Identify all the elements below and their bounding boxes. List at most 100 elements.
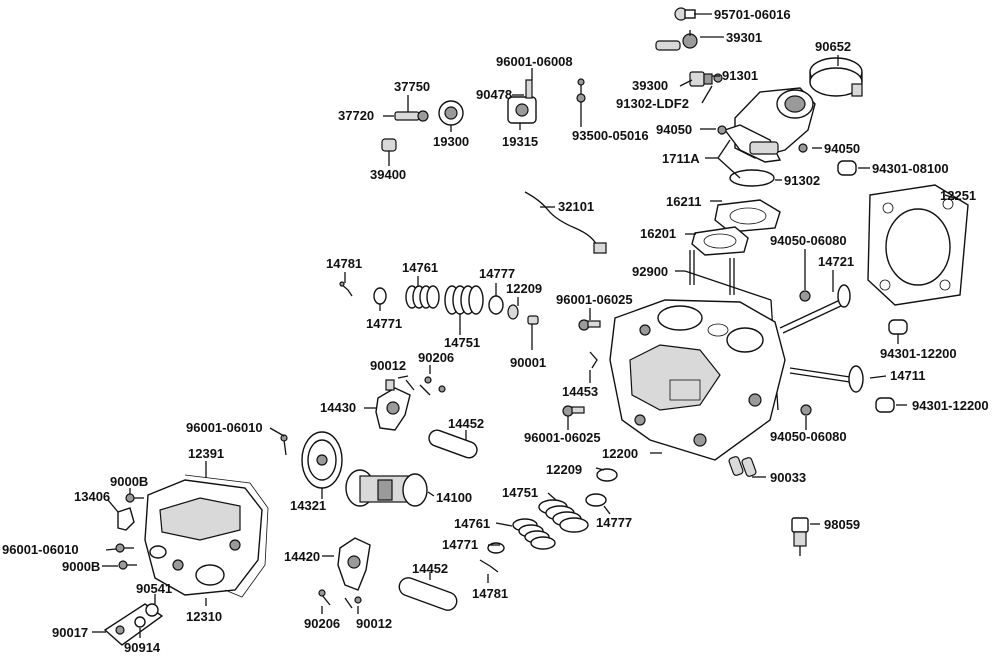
label-90033: 90033 bbox=[770, 470, 806, 485]
seat-14777-b bbox=[585, 493, 607, 507]
label-92900: 92900 bbox=[632, 264, 668, 279]
label-39301: 39301 bbox=[726, 30, 762, 45]
sensor-39300 bbox=[689, 71, 723, 87]
spring-14751-a bbox=[444, 285, 484, 315]
bolt-95701 bbox=[674, 7, 696, 21]
injector-37720 bbox=[394, 110, 429, 122]
head-gasket-12251 bbox=[867, 184, 969, 306]
label-94050-06080-b: 94050-06080 bbox=[770, 429, 847, 444]
bolt-9000b-a bbox=[125, 493, 144, 503]
label-91301: 91301 bbox=[722, 68, 758, 83]
label-94050-06080-a: 94050-06080 bbox=[770, 233, 847, 248]
fitting-39301 bbox=[655, 30, 698, 51]
label-96001-06025-b: 96001-06025 bbox=[524, 430, 601, 445]
label-14771-b: 14771 bbox=[442, 537, 478, 552]
label-90652: 90652 bbox=[815, 39, 851, 54]
label-14453: 14453 bbox=[562, 384, 598, 399]
label-90017: 90017 bbox=[52, 625, 88, 640]
label-94301-08100: 94301-08100 bbox=[872, 161, 949, 176]
pin-90001 bbox=[527, 315, 539, 325]
harness-32101 bbox=[524, 191, 599, 249]
label-37720: 37720 bbox=[338, 108, 374, 123]
bolts-90206-90012-b bbox=[318, 589, 362, 609]
bolt-96001-06025-b bbox=[562, 405, 585, 417]
valve-14721 bbox=[779, 284, 851, 334]
label-39400: 39400 bbox=[370, 167, 406, 182]
holder-19315 bbox=[507, 79, 537, 124]
label-12251: 12251 bbox=[940, 188, 976, 203]
bolts-90012-90206-a bbox=[405, 376, 446, 396]
label-90478: 90478 bbox=[476, 87, 512, 102]
label-14100: 14100 bbox=[436, 490, 472, 505]
label-9000b-a: 9000B bbox=[110, 474, 148, 489]
collar-94301-12200-a bbox=[888, 319, 908, 335]
spring-14761-a bbox=[405, 285, 440, 309]
label-12209-b: 12209 bbox=[546, 462, 582, 477]
cylinder-head-12200 bbox=[609, 299, 786, 461]
label-14452-b: 14452 bbox=[412, 561, 448, 576]
label-19315: 19315 bbox=[502, 134, 538, 149]
shaft-14452-a bbox=[428, 429, 478, 459]
collar-94301-12200-b bbox=[875, 397, 895, 413]
label-95701-06016: 95701-06016 bbox=[714, 7, 791, 22]
label-12310: 12310 bbox=[186, 609, 222, 624]
gasket-16211 bbox=[714, 199, 781, 233]
label-14711: 14711 bbox=[890, 368, 925, 383]
bolt-93500 bbox=[576, 78, 586, 112]
clip-14781-a bbox=[339, 281, 353, 297]
spring-14751-b bbox=[538, 499, 589, 533]
label-98059: 98059 bbox=[824, 517, 860, 532]
label-91302-ldf2: 91302-LDF2 bbox=[616, 96, 689, 111]
label-93500-05016: 93500-05016 bbox=[572, 128, 649, 143]
spark-plug-98059 bbox=[791, 517, 809, 556]
seal-12209-b bbox=[596, 468, 618, 482]
label-90001: 90001 bbox=[510, 355, 546, 370]
camshaft-14100 bbox=[345, 469, 428, 507]
label-14761-a: 14761 bbox=[402, 260, 438, 275]
label-96001-06025-a: 96001-06025 bbox=[556, 292, 633, 307]
seal-90541-90914 bbox=[134, 603, 159, 628]
washer-14771-a bbox=[373, 287, 387, 305]
bolt-9000b-b bbox=[118, 560, 137, 570]
clamp-90652 bbox=[809, 57, 863, 97]
gasket-16201 bbox=[691, 226, 749, 256]
label-96001-06008: 96001-06008 bbox=[496, 54, 573, 69]
label-14781-a: 14781 bbox=[326, 256, 362, 271]
bolt-96001-06010-b bbox=[115, 543, 134, 553]
label-14781-b: 14781 bbox=[472, 586, 508, 601]
label-90541: 90541 bbox=[136, 581, 172, 596]
label-90012-a: 90012 bbox=[370, 358, 406, 373]
plug-39400 bbox=[381, 138, 397, 160]
label-96001-06010-b: 96001-06010 bbox=[2, 542, 79, 557]
label-94301-12200-b: 94301-12200 bbox=[912, 398, 989, 413]
callout-labels: 95701-06016 39301 90652 96001-06008 9047… bbox=[2, 7, 989, 655]
spring-14761-b bbox=[512, 518, 556, 550]
label-94050-b: 94050 bbox=[824, 141, 860, 156]
label-94301-12200-a: 94301-12200 bbox=[880, 346, 957, 361]
bracket-13406 bbox=[117, 507, 135, 531]
leader-lines bbox=[92, 13, 961, 638]
label-37750: 37750 bbox=[394, 79, 430, 94]
label-91302: 91302 bbox=[784, 173, 820, 188]
label-39300: 39300 bbox=[632, 78, 668, 93]
label-90012-b: 90012 bbox=[356, 616, 392, 631]
harness-connector bbox=[593, 242, 607, 254]
label-90206-a: 90206 bbox=[418, 350, 454, 365]
label-14751-a: 14751 bbox=[444, 335, 480, 350]
label-14452-a: 14452 bbox=[448, 416, 484, 431]
seal-12209-a bbox=[507, 304, 519, 320]
label-14777-a: 14777 bbox=[479, 266, 515, 281]
label-14761-b: 14761 bbox=[454, 516, 490, 531]
label-14777-b: 14777 bbox=[596, 515, 632, 530]
head-cover-12310 bbox=[144, 479, 263, 596]
rocker-arm-14420 bbox=[337, 537, 371, 591]
label-14721: 14721 bbox=[818, 254, 854, 269]
dowels-90033 bbox=[728, 456, 757, 477]
clip-14781-b bbox=[479, 559, 499, 573]
label-1711a: 1711A bbox=[662, 151, 700, 166]
rocker-arm-14430 bbox=[375, 379, 411, 431]
gasket-12391 bbox=[184, 474, 269, 598]
label-12209-a: 12209 bbox=[506, 281, 542, 296]
label-14751-b: 14751 bbox=[502, 485, 538, 500]
shaft-14452-b bbox=[398, 577, 458, 611]
